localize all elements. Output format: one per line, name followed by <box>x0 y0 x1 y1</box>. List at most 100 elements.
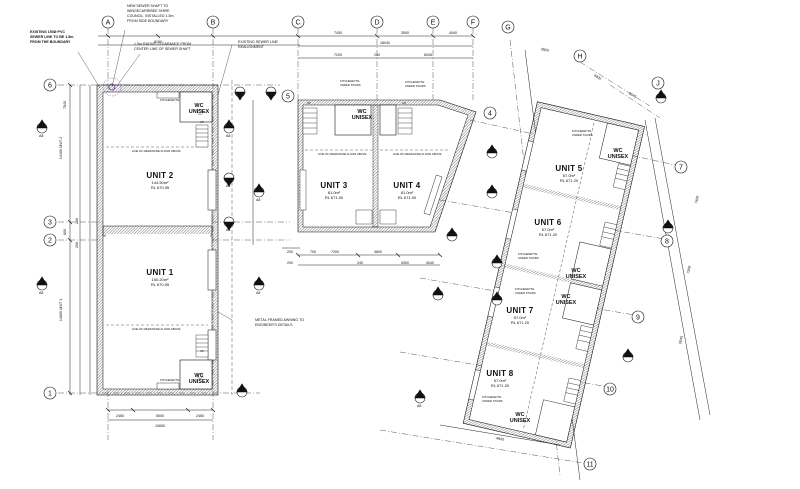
grid-label-f: F <box>471 20 475 27</box>
section-marker <box>36 276 48 291</box>
wc-label: WC <box>613 148 622 154</box>
dim-text: 200 <box>287 261 293 265</box>
dim-text: 5500 <box>156 414 164 418</box>
section-marker <box>655 89 667 104</box>
dim-text: 14400 UNIT 2 <box>59 137 63 159</box>
grid-label-j: J <box>656 81 660 88</box>
grid-label-g: G <box>505 25 510 32</box>
note-shaft: WINGECARRIBEE SHIRE <box>127 9 170 13</box>
section-marker <box>253 183 265 198</box>
section-marker <box>491 254 503 269</box>
wc-label: UNISEX <box>189 379 210 385</box>
wc-label: UNISEX <box>556 300 577 306</box>
grid-label-11: 11 <box>586 462 593 469</box>
dim-text: 7200 <box>334 53 342 57</box>
grid-label-10: 10 <box>606 387 614 394</box>
section-marker <box>223 172 235 187</box>
unit-8-area: 57.0m² <box>494 378 507 383</box>
notes: EXISTING 150Ø PVC SEWER LINE TO BE 1.5m … <box>30 4 304 327</box>
note-pvc: FROM THE BOUNDARY <box>30 40 71 44</box>
unit-1-name: UNIT 1 <box>146 268 173 277</box>
unit-2-name: UNIT 2 <box>146 171 173 180</box>
grid-label-3: 3 <box>48 220 52 227</box>
dim-text: 240 <box>374 53 380 57</box>
dim-text: 4040 <box>426 261 434 265</box>
wc-label: UNISEX <box>352 115 373 121</box>
section-label: A8 <box>226 228 230 232</box>
mezzanine-line-label: LINE OF MEZZANINE FLOOR ABOVE <box>393 152 442 156</box>
dim-text: 200 <box>75 218 79 224</box>
dim-text: 7450 <box>694 195 700 204</box>
section-marker <box>486 144 498 159</box>
note-pvc: EXISTING 150Ø PVC <box>30 30 65 34</box>
note-shaft: FROM SIDE BOUNDARY <box>127 19 169 23</box>
mezzanine-line-label: LINE OF MEZZANINE FLOOR ABOVE <box>132 149 181 153</box>
grid-label-6: 6 <box>48 83 52 90</box>
kitchenette-stair-label: KITCHENETTE <box>340 79 360 83</box>
dim-text: 200 <box>287 250 293 254</box>
note-existing-sewer: EXISTING SEWER LINE <box>238 40 279 44</box>
section-marker <box>491 291 503 306</box>
unit-3-rl: RL 671.00 <box>325 195 344 200</box>
unit-6-area: 57.0m² <box>542 227 555 232</box>
grid-label-a: A <box>106 20 111 27</box>
grid-label-9: 9 <box>636 315 640 322</box>
small-labels: KITCHENETTE KITCHENETTE KITCHENETTE UNDE… <box>132 79 593 403</box>
kitchenette-label: KITCHENETTE <box>160 98 180 102</box>
unit-6-name: UNIT 6 <box>534 218 561 227</box>
wc-label: WC <box>194 373 203 379</box>
dim-text: 6045 <box>424 53 432 57</box>
up-label: UP <box>200 349 204 353</box>
kitchenette-stair-label: KITCHENETTE <box>572 129 592 133</box>
unit-8-rl: RL 671.20 <box>491 383 510 388</box>
wc-label: UNISEX <box>510 418 531 424</box>
dim-text: 4800 <box>374 250 382 254</box>
grid-label-7: 7 <box>679 165 683 172</box>
kitchenette-label: KITCHENETTE <box>160 378 180 382</box>
section-marker <box>486 184 498 199</box>
building-right <box>462 101 645 449</box>
grid-label-5: 5 <box>286 94 290 101</box>
mezzanine-line-label: LINE OF MEZZANINE FLOOR ABOVE <box>132 327 181 331</box>
wc-label: UNISEX <box>189 109 210 115</box>
section-marker <box>36 119 48 134</box>
section-label: A8 <box>39 291 43 295</box>
section-marker <box>446 227 458 242</box>
dim-text: 8150 <box>154 40 162 44</box>
unit-1-rl: RL 670.95 <box>151 282 170 287</box>
section-marker <box>223 216 235 231</box>
note-radius: CENTER LINE OF SEWER SHAFT <box>134 47 192 51</box>
kitchenette-stair-label: UNDER STAIRS <box>518 256 539 260</box>
unit-5-rl: RL 671.20 <box>560 178 579 183</box>
unit-1-area: 150.20m² <box>152 277 170 282</box>
wc-label: UNISEX <box>608 154 629 160</box>
section-marker <box>253 276 265 291</box>
wc-label: WC <box>571 268 580 274</box>
section-marker <box>223 119 235 134</box>
dim-text: 4040 <box>449 31 457 35</box>
dim-text: 14800 UNIT 1 <box>59 299 63 321</box>
dim-text: 18040 <box>380 41 390 45</box>
grid-bubbles <box>43 15 688 471</box>
section-label: A8 <box>417 404 421 408</box>
section-marker <box>414 389 426 404</box>
dim-text: 2460 <box>196 414 204 418</box>
section-label: A8 <box>39 134 43 138</box>
grid-label-e: E <box>431 20 436 27</box>
unit-3-name: UNIT 3 <box>320 181 347 190</box>
dim-text: 6045 <box>628 91 637 98</box>
dim-text: 6045 <box>678 335 684 344</box>
mezzanine-line-label: LINE OF MEZZANINE FLOOR ABOVE <box>318 152 367 156</box>
note-metal: METAL FRAMED AWNING TO <box>255 318 304 322</box>
kitchenette-stair-label: KITCHENETTE <box>515 287 535 291</box>
grid-label-4: 4 <box>488 111 492 118</box>
unit-labels: UNIT 2 144.50m² RL 670.95 UNIT 1 150.20m… <box>146 164 582 388</box>
dim-text: 4800 <box>496 436 505 441</box>
unit-4-area: 81.0m² <box>401 190 414 195</box>
wc-label: WC <box>357 109 366 115</box>
grid-bubble-labels: A B C D E F 6 5 4 3 2 1 G H J 7 8 9 10 1… <box>48 20 683 469</box>
grid-label-2: 2 <box>48 238 52 245</box>
dim-text: 7840 <box>63 101 67 109</box>
section-label: A8 <box>226 184 230 188</box>
